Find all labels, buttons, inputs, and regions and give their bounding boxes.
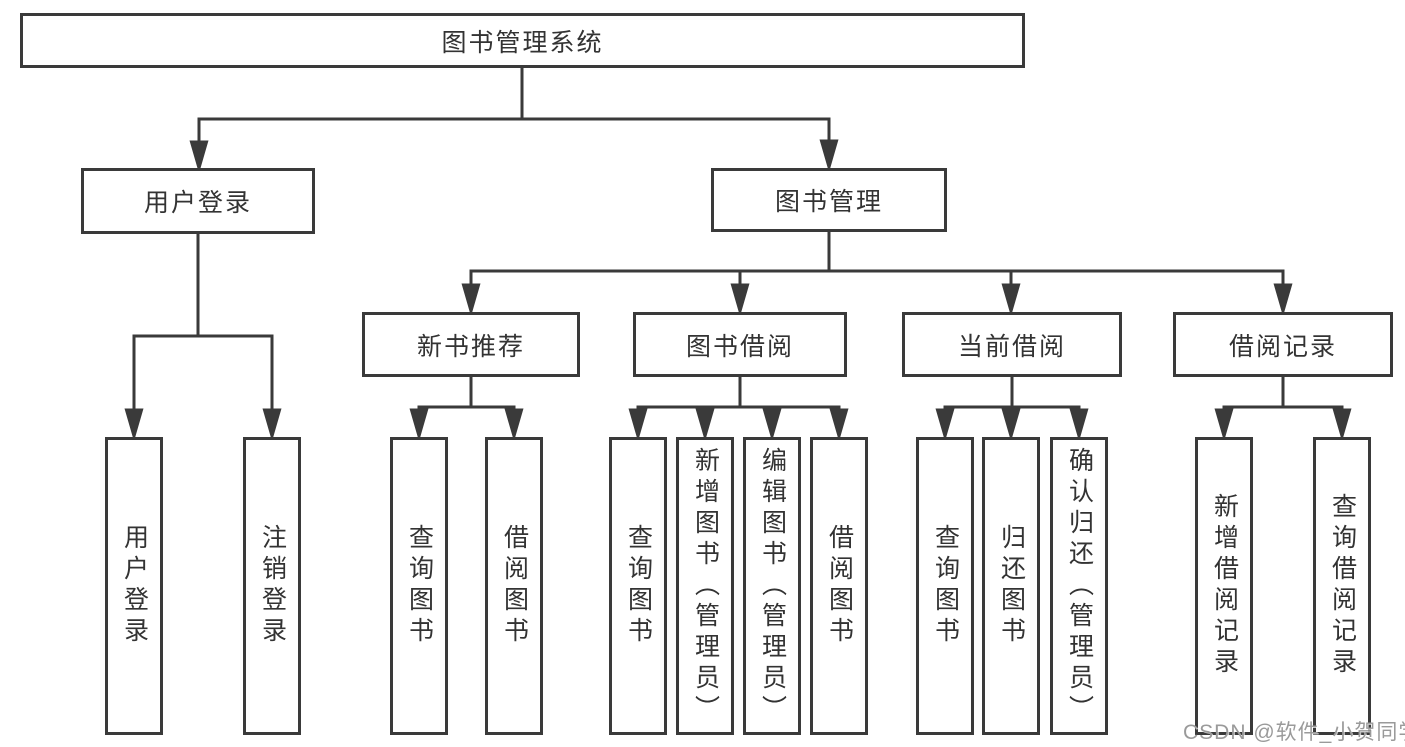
leaf-edit-book-admin: 编辑图书（管理员） bbox=[743, 437, 801, 735]
arrowhead bbox=[935, 408, 955, 442]
leaf-add-borrow-record: 新增借阅记录 bbox=[1195, 437, 1253, 735]
arrowhead bbox=[1273, 283, 1293, 317]
arrowhead bbox=[409, 408, 429, 442]
node-label: 查询借阅记录 bbox=[1328, 493, 1357, 679]
node-label: 新增图书（管理员） bbox=[691, 446, 720, 726]
arrowhead bbox=[1069, 408, 1089, 442]
arrowhead bbox=[189, 140, 209, 174]
node-label: 查询图书 bbox=[931, 524, 960, 648]
book-management-connector bbox=[461, 232, 1293, 317]
root-to-level2-connector bbox=[189, 68, 839, 174]
node-label: 当前借阅 bbox=[957, 332, 1066, 361]
arrowhead bbox=[262, 408, 282, 442]
new-book-recommend-connector bbox=[409, 377, 524, 442]
node-book-management: 图书管理 bbox=[711, 168, 947, 232]
node-label: 借阅图书 bbox=[825, 524, 854, 648]
current-borrow-connector bbox=[935, 377, 1089, 442]
arrowhead bbox=[504, 408, 524, 442]
book-borrow-connector bbox=[628, 377, 849, 442]
node-label: 新书推荐 bbox=[416, 332, 525, 361]
leaf-add-book-admin: 新增图书（管理员） bbox=[676, 437, 734, 735]
leaf-borrow-books: 借阅图书 bbox=[810, 437, 868, 735]
arrowhead bbox=[1214, 408, 1234, 442]
node-label: 用户登录 bbox=[120, 524, 149, 648]
leaf-query-books: 查询图书 bbox=[916, 437, 974, 735]
node-book-borrowing: 图书借阅 bbox=[633, 312, 847, 377]
node-label: 归还图书 bbox=[997, 524, 1026, 648]
arrowhead bbox=[730, 283, 750, 317]
arrowhead bbox=[829, 408, 849, 442]
arrowhead bbox=[461, 283, 481, 317]
node-label: 编辑图书（管理员） bbox=[758, 446, 787, 726]
user-login-connector bbox=[124, 234, 282, 442]
node-label: 图书管理系统 bbox=[441, 28, 604, 57]
leaf-query-borrow-record: 查询借阅记录 bbox=[1313, 437, 1371, 735]
leaf-confirm-return-admin: 确认归还（管理员） bbox=[1050, 437, 1108, 735]
node-label: 确认归还（管理员） bbox=[1065, 446, 1094, 726]
node-new-book-recommendation: 新书推荐 bbox=[362, 312, 580, 377]
node-label: 借阅图书 bbox=[500, 524, 529, 648]
leaf-query-books: 查询图书 bbox=[390, 437, 448, 735]
node-borrowing-records: 借阅记录 bbox=[1173, 312, 1393, 377]
arrowhead bbox=[124, 408, 144, 442]
borrow-records-connector bbox=[1214, 377, 1352, 442]
watermark: CSDN @软件_小贺同学 bbox=[1183, 721, 1405, 744]
node-label: 借阅记录 bbox=[1228, 332, 1337, 361]
node-label: 用户登录 bbox=[143, 189, 252, 217]
arrowhead bbox=[762, 408, 782, 442]
node-label: 查询图书 bbox=[624, 524, 653, 648]
node-root: 图书管理系统 bbox=[20, 13, 1025, 68]
leaf-logout: 注销登录 bbox=[243, 437, 301, 735]
leaf-query-books: 查询图书 bbox=[609, 437, 667, 735]
leaf-user-login: 用户登录 bbox=[105, 437, 163, 735]
leaf-return-book: 归还图书 bbox=[982, 437, 1040, 735]
node-label: 图书管理 bbox=[774, 188, 883, 216]
node-current-borrowing: 当前借阅 bbox=[902, 312, 1122, 377]
arrowhead bbox=[1001, 283, 1021, 317]
node-label: 新增借阅记录 bbox=[1210, 493, 1239, 679]
node-label: 注销登录 bbox=[258, 524, 287, 648]
arrowhead bbox=[1001, 408, 1021, 442]
arrowhead bbox=[628, 408, 648, 442]
node-label: 查询图书 bbox=[405, 524, 434, 648]
node-label: 图书借阅 bbox=[685, 332, 794, 361]
arrowhead bbox=[819, 139, 839, 173]
arrowhead bbox=[695, 408, 715, 442]
leaf-borrow-books: 借阅图书 bbox=[485, 437, 543, 735]
node-user-login: 用户登录 bbox=[81, 168, 315, 234]
arrowhead bbox=[1332, 408, 1352, 442]
